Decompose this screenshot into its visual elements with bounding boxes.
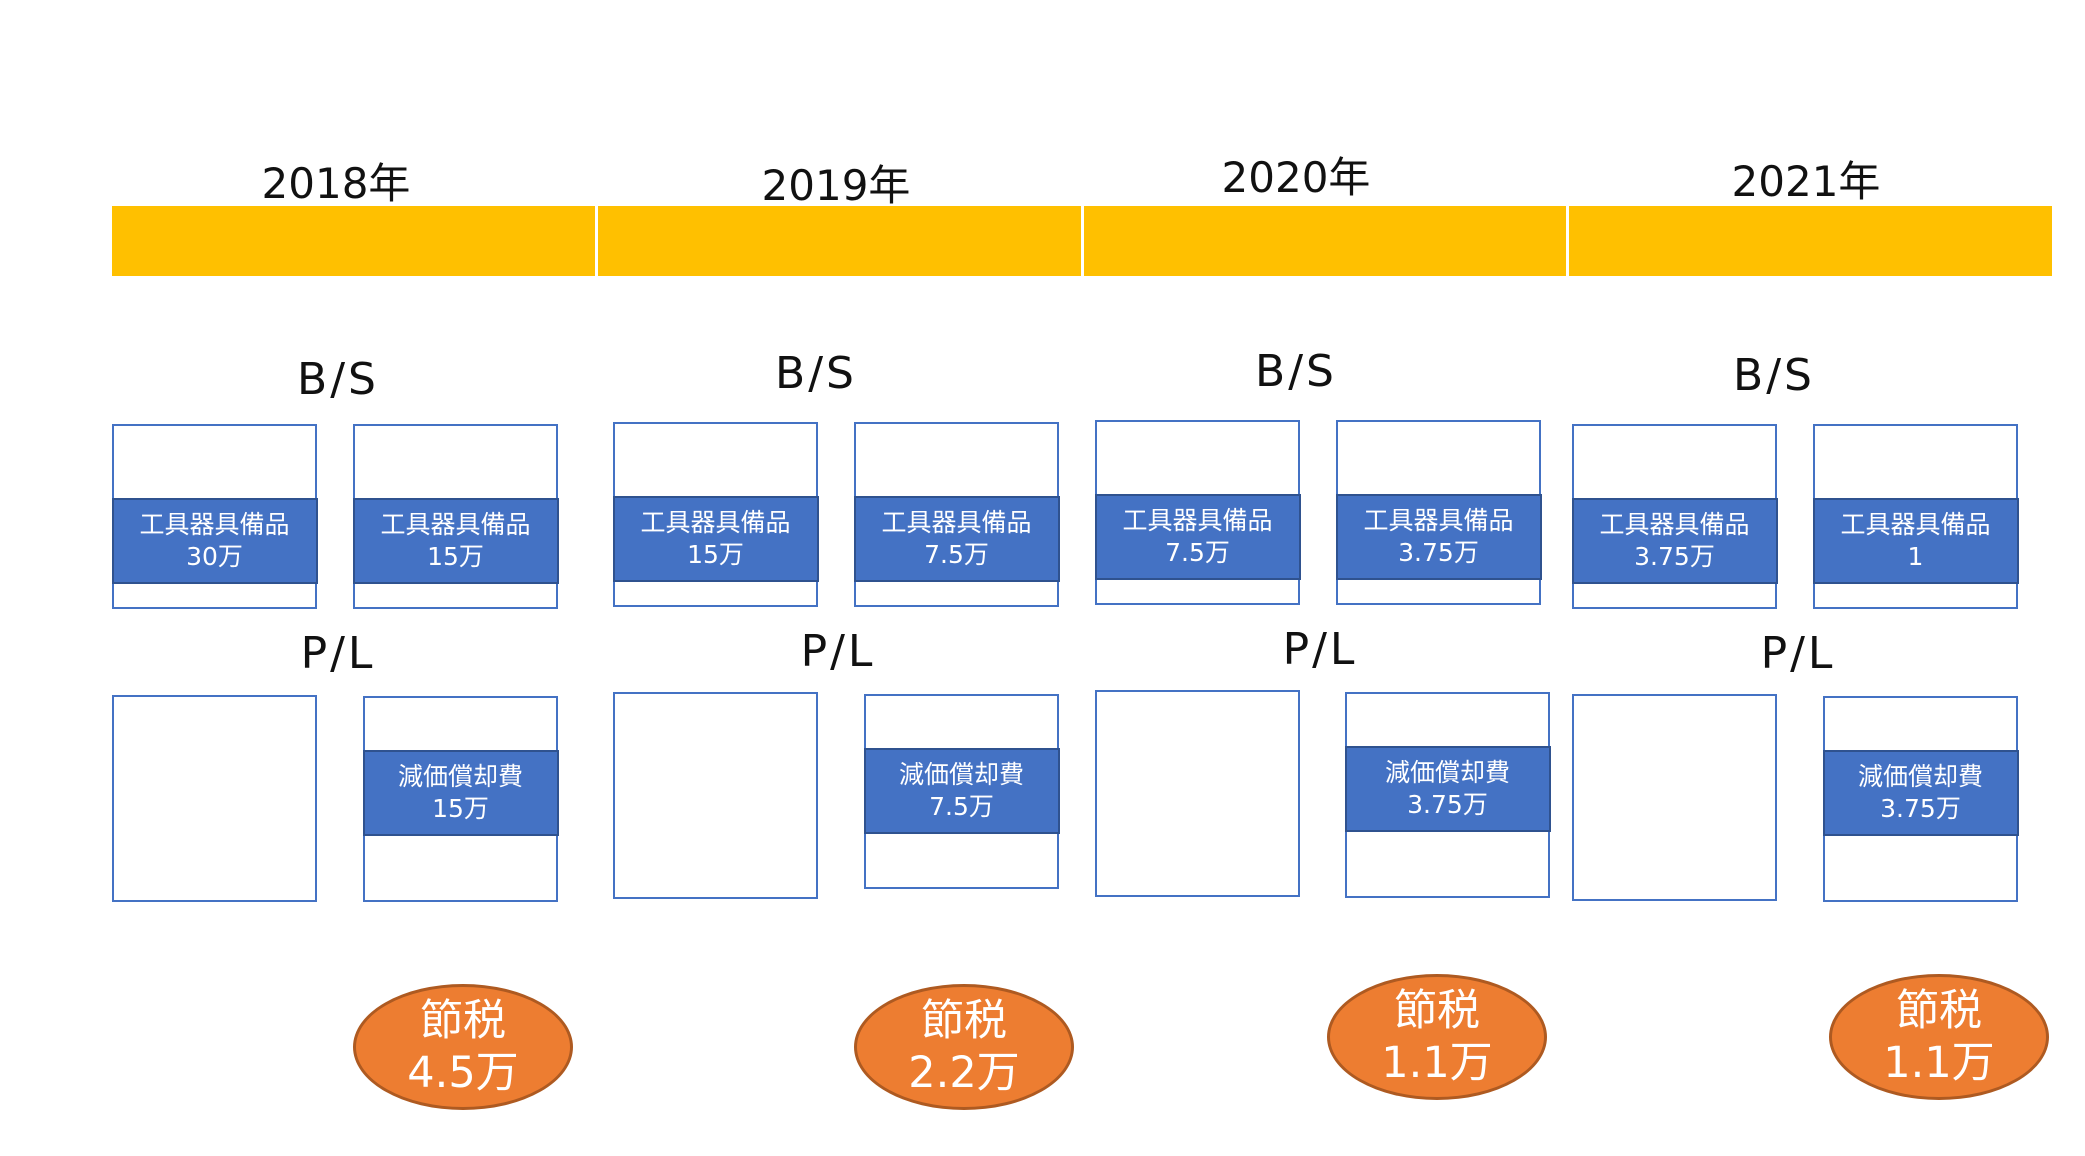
tax-saving-value: 2.2万 [908, 1048, 1020, 1098]
tax-saving-label: 節税 [921, 996, 1007, 1046]
bs-left-band-2018: 工具器具備品 30万 [111, 498, 318, 584]
expense-value: 15万 [432, 794, 489, 823]
expense-value: 3.75万 [1407, 790, 1488, 819]
bs-right-band-2019: 工具器具備品 7.5万 [853, 496, 1060, 582]
bs-right-box-2019: 工具器具備品 7.5万 [853, 422, 1060, 607]
bs-left-band-2019: 工具器具備品 15万 [612, 496, 819, 582]
expense-value: 3.75万 [1880, 794, 1961, 823]
asset-label: 工具器具備品 [640, 508, 791, 537]
bs-label-2019: B/S [775, 348, 857, 399]
pl-right-box-2020: 減価償却費 3.75万 [1344, 692, 1551, 898]
pl-left-box-2021 [1572, 694, 1777, 901]
asset-label: 工具器具備品 [1599, 510, 1750, 539]
asset-value: 7.5万 [924, 540, 989, 569]
pl-right-band-2018: 減価償却費 15万 [362, 750, 559, 836]
bs-left-box-2020: 工具器具備品 7.5万 [1094, 420, 1301, 605]
year-label-2020: 2020年 [1221, 153, 1371, 202]
pl-right-box-2021: 減価償却費 3.75万 [1822, 696, 2019, 902]
tax-saving-value: 1.1万 [1883, 1038, 1995, 1088]
timeline-segment-2020 [1084, 206, 1566, 276]
pl-label-2019: P/L [800, 626, 876, 677]
asset-value: 1 [1907, 542, 1924, 571]
expense-label: 減価償却費 [898, 760, 1024, 789]
pl-label-2021: P/L [1760, 628, 1836, 679]
pl-right-box-2019: 減価償却費 7.5万 [863, 694, 1060, 889]
bs-label-2018: B/S [297, 354, 379, 405]
bs-left-box-2018: 工具器具備品 30万 [111, 424, 318, 609]
tax-saving-oval-2020: 節税 1.1万 [1327, 974, 1547, 1100]
bs-right-box-2021: 工具器具備品 1 [1812, 424, 2019, 609]
asset-value: 15万 [427, 542, 484, 571]
expense-value: 7.5万 [929, 792, 994, 821]
bs-label-2020: B/S [1255, 346, 1337, 397]
pl-right-band-2019: 減価償却費 7.5万 [863, 748, 1060, 834]
asset-label: 工具器具備品 [1363, 506, 1514, 535]
asset-value: 3.75万 [1634, 542, 1715, 571]
asset-label: 工具器具備品 [881, 508, 1032, 537]
pl-right-band-2021: 減価償却費 3.75万 [1822, 750, 2019, 836]
timeline-segment-2018 [112, 206, 595, 276]
bs-right-box-2020: 工具器具備品 3.75万 [1335, 420, 1542, 605]
bs-left-box-2021: 工具器具備品 3.75万 [1571, 424, 1778, 609]
pl-left-box-2018 [112, 695, 317, 902]
tax-saving-oval-2019: 節税 2.2万 [854, 984, 1074, 1110]
asset-label: 工具器具備品 [1122, 506, 1273, 535]
asset-value: 15万 [687, 540, 744, 569]
pl-label-2018: P/L [300, 628, 376, 679]
tax-saving-label: 節税 [420, 996, 506, 1046]
timeline-segment-2021 [1569, 206, 2052, 276]
pl-left-box-2019 [613, 692, 818, 899]
year-label-2021: 2021年 [1731, 157, 1881, 206]
year-label-2019: 2019年 [761, 161, 911, 210]
expense-label: 減価償却費 [397, 762, 523, 791]
asset-value: 30万 [186, 542, 243, 571]
pl-left-box-2020 [1095, 690, 1300, 897]
timeline-segment-2019 [598, 206, 1081, 276]
bs-left-band-2021: 工具器具備品 3.75万 [1571, 498, 1778, 584]
pl-right-band-2020: 減価償却費 3.75万 [1344, 746, 1551, 832]
tax-saving-oval-2018: 節税 4.5万 [353, 984, 573, 1110]
bs-right-band-2018: 工具器具備品 15万 [352, 498, 559, 584]
tax-saving-label: 節税 [1394, 986, 1480, 1036]
tax-saving-value: 4.5万 [407, 1048, 519, 1098]
bs-right-band-2021: 工具器具備品 1 [1812, 498, 2019, 584]
tax-saving-value: 1.1万 [1381, 1038, 1493, 1088]
asset-label: 工具器具備品 [380, 510, 531, 539]
asset-label: 工具器具備品 [139, 510, 290, 539]
asset-value: 7.5万 [1165, 538, 1230, 567]
pl-label-2020: P/L [1282, 624, 1358, 675]
bs-left-band-2020: 工具器具備品 7.5万 [1094, 494, 1301, 580]
asset-label: 工具器具備品 [1840, 510, 1991, 539]
pl-right-box-2018: 減価償却費 15万 [362, 696, 559, 902]
bs-right-box-2018: 工具器具備品 15万 [352, 424, 559, 609]
tax-saving-oval-2021: 節税 1.1万 [1829, 974, 2049, 1100]
bs-right-band-2020: 工具器具備品 3.75万 [1335, 494, 1542, 580]
expense-label: 減価償却費 [1384, 758, 1510, 787]
asset-value: 3.75万 [1398, 538, 1479, 567]
tax-saving-label: 節税 [1896, 986, 1982, 1036]
expense-label: 減価償却費 [1857, 762, 1983, 791]
bs-left-box-2019: 工具器具備品 15万 [612, 422, 819, 607]
year-label-2018: 2018年 [261, 159, 411, 208]
bs-label-2021: B/S [1733, 350, 1815, 401]
